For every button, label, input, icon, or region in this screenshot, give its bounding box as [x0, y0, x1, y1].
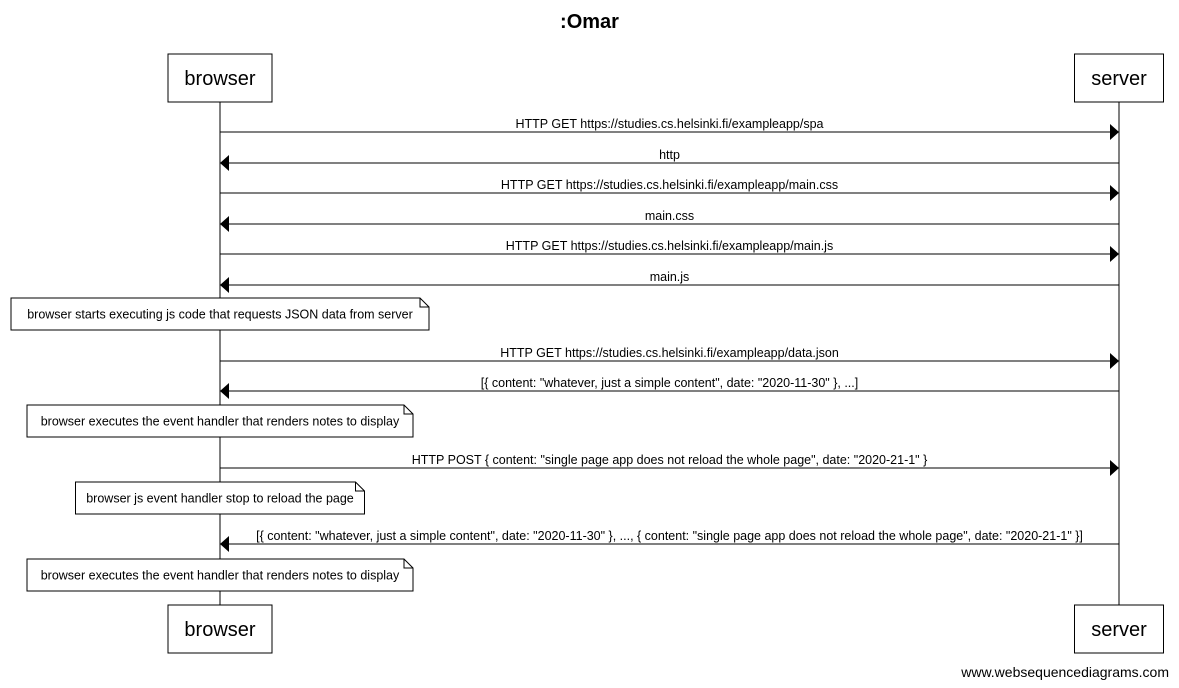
participant-box-browser-bottom [167, 604, 273, 654]
note-fold-icon [355, 482, 365, 492]
note-fold-icon [403, 405, 413, 415]
watermark: www.websequencediagrams.com [960, 664, 1169, 680]
arrowhead-icon [1110, 353, 1119, 369]
note-fold-icon [403, 559, 413, 569]
participant-label-server-top: server [1091, 68, 1147, 90]
participant-label-browser-bottom: browser [184, 619, 255, 641]
message-label: HTTP POST { content: "single page app do… [412, 453, 928, 467]
message-label: [{ content: "whatever, just a simple con… [256, 529, 1083, 543]
message-label: HTTP GET https://studies.cs.helsinki.fi/… [515, 117, 823, 131]
arrowhead-icon [220, 383, 229, 399]
note-box [26, 404, 414, 438]
note-label: browser executes the event handler that … [41, 569, 400, 583]
arrowhead-icon [1110, 185, 1119, 201]
note-box [26, 558, 414, 592]
arrowhead-icon [1110, 460, 1119, 476]
message-label: main.js [650, 270, 690, 284]
message-label: HTTP GET https://studies.cs.helsinki.fi/… [500, 346, 839, 360]
message-label: HTTP GET https://studies.cs.helsinki.fi/… [501, 178, 838, 192]
participant-label-browser-top: browser [184, 68, 255, 90]
arrowhead-icon [220, 536, 229, 552]
message-label: main.css [645, 209, 694, 223]
participant-box-server-top [1074, 53, 1164, 103]
arrowhead-icon [1110, 124, 1119, 140]
arrowhead-icon [220, 216, 229, 232]
note-fold-icon [419, 298, 429, 308]
note-label: browser executes the event handler that … [41, 415, 400, 429]
diagram-title: :Omar [560, 11, 619, 33]
message-label: http [659, 148, 680, 162]
note-label: browser js event handler stop to reload … [86, 492, 354, 506]
note-box [75, 481, 365, 515]
arrowhead-icon [1110, 246, 1119, 262]
participant-box-browser-top [167, 53, 273, 103]
arrowhead-icon [220, 277, 229, 293]
arrowhead-icon [220, 155, 229, 171]
message-label: [{ content: "whatever, just a simple con… [481, 376, 858, 390]
note-box [10, 297, 430, 331]
note-label: browser starts executing js code that re… [27, 308, 413, 322]
participant-label-server-bottom: server [1091, 619, 1147, 641]
participant-box-server-bottom [1074, 604, 1164, 654]
message-label: HTTP GET https://studies.cs.helsinki.fi/… [506, 239, 833, 253]
